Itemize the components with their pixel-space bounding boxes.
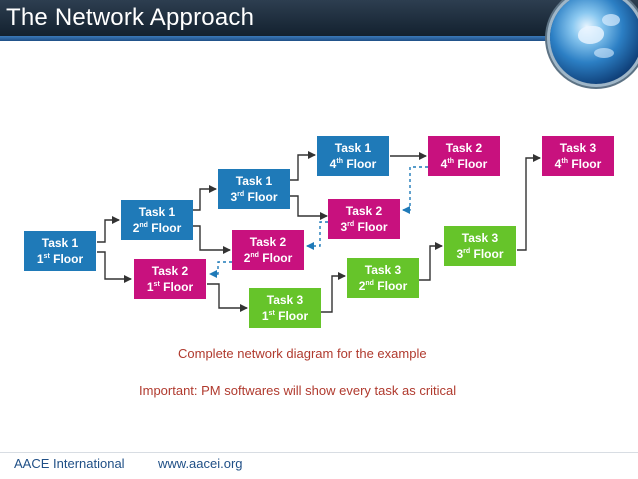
arrow-t1f2-t2f2 [191,225,231,254]
arrow-t1f1-t2f1 [97,251,132,283]
organization-logo: AACE International [14,456,125,471]
dashed-arrow-t2f2-t2f1 [209,261,232,278]
task-box-t1-floor4: Task 1 4th Floor [317,136,389,176]
arrow-t1f2-t1f3 [191,185,217,211]
arrow-t3f2-t3f3 [419,242,443,281]
task-box-t1-floor2: Task 1 2nd Floor [121,200,193,240]
arrow-t1f3-t2f3 [288,195,328,220]
globe-icon [550,0,638,84]
task-box-t2-floor2: Task 2 2nd Floor [232,230,304,270]
arrow-t3f3-t3f4 [517,154,541,251]
task-box-t3-floor2: Task 3 2nd Floor [347,258,419,298]
diagram-caption: Complete network diagram for the example [178,346,427,361]
dashed-arrow-t2f3-t2f2 [306,221,328,250]
task-box-t1-floor1: Task 1 1st Floor [24,231,96,271]
task-box-t2-floor1: Task 2 1st Floor [134,259,206,299]
title-bar: The Network Approach [0,0,638,36]
footer [0,446,638,479]
website-link[interactable]: www.aacei.org [158,456,243,471]
task-box-t3-floor1: Task 3 1st Floor [249,288,321,328]
arrow-t1f1-t1f2 [97,216,120,243]
arrow-t2f1-t3f1 [207,283,248,312]
critical-note: Important: PM softwares will show every … [139,383,457,398]
task-box-t1-floor3: Task 1 3rd Floor [218,169,290,209]
title-underline [0,36,638,41]
dashed-arrow-t2f4-t2f3 [402,166,428,214]
task-box-t2-floor4: Task 2 4th Floor [428,136,500,176]
slide-title: The Network Approach [6,4,255,31]
task-box-t3-floor4: Task 3 4th Floor [542,136,614,176]
arrow-t1f3-t1f4 [288,151,316,181]
task-box-t2-floor3: Task 2 3rd Floor [328,199,400,239]
footer-divider [0,452,638,453]
arrow-t3f1-t3f2 [321,272,346,313]
task-box-t3-floor3: Task 3 3rd Floor [444,226,516,266]
